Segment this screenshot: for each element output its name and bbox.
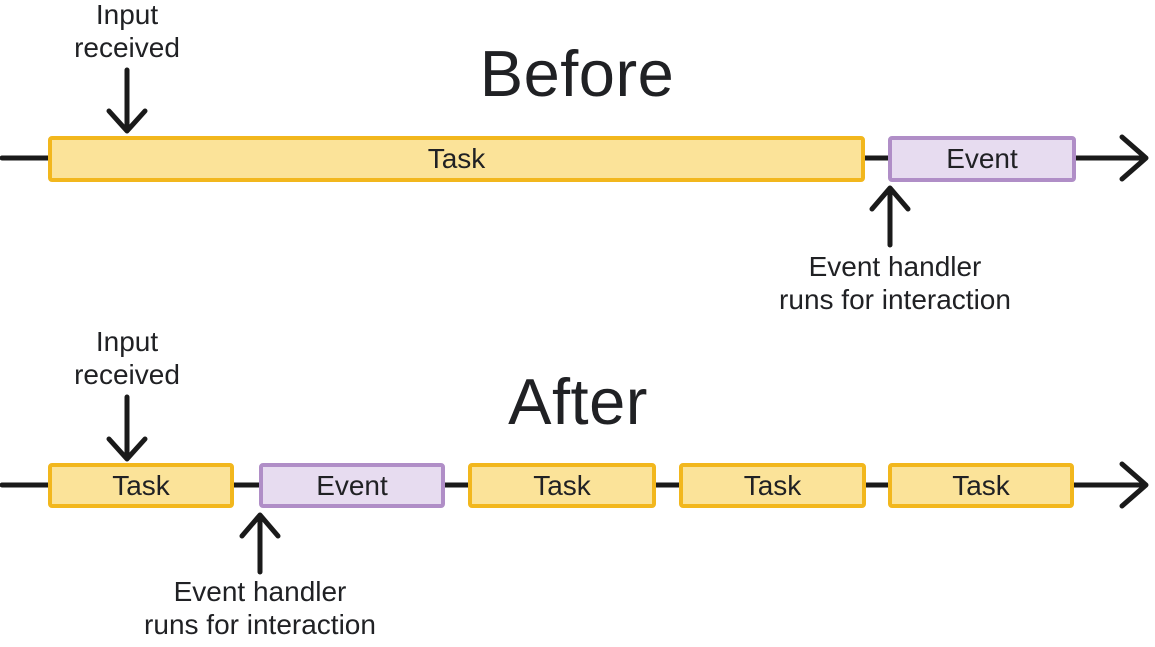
before-task-bar-label: Task xyxy=(427,143,486,174)
after-task-bar-4-label: Task xyxy=(952,469,1010,501)
after-title: After xyxy=(508,365,648,438)
after-task-bar-3: Task xyxy=(679,463,866,508)
after-event-handler-label-line1: Event handler xyxy=(173,576,347,607)
after-input-label-line1: Input xyxy=(95,326,159,357)
after-event-bar: Event xyxy=(259,463,445,508)
before-input-arrow xyxy=(106,67,148,134)
before-input-received-label: Input received xyxy=(27,0,227,64)
after-event-handler-arrow xyxy=(239,512,281,575)
before-title: Before xyxy=(479,37,675,110)
after-task-bar-1-label: Task xyxy=(112,469,170,501)
before-event-handler-label: Event handler runs for interaction xyxy=(760,250,1030,316)
before-event-bar-label: Event xyxy=(946,143,1018,174)
after-event-handler-label-line2: runs for interaction xyxy=(144,609,376,640)
after-timeline-arrow xyxy=(0,461,1149,509)
after-input-received-label: Input received xyxy=(27,325,227,391)
after-event-handler-label: Event handler runs for interaction xyxy=(125,575,395,641)
after-task-bar-4: Task xyxy=(888,463,1074,508)
before-event-handler-arrow xyxy=(869,185,911,248)
before-input-label-line2: received xyxy=(74,32,180,63)
after-input-label-line2: received xyxy=(74,359,180,390)
before-event-handler-label-line2: runs for interaction xyxy=(779,284,1011,315)
before-event-bar: Event xyxy=(888,136,1076,182)
before-event-handler-label-line1: Event handler xyxy=(808,251,982,282)
after-task-bar-3-label: Task xyxy=(743,469,802,501)
before-task-bar: Task xyxy=(48,136,865,182)
after-task-bar-1: Task xyxy=(48,463,234,508)
before-timeline-arrow xyxy=(0,134,1149,182)
after-task-bar-2-label: Task xyxy=(533,469,591,501)
before-input-label-line1: Input xyxy=(95,0,159,30)
after-task-bar-2: Task xyxy=(468,463,656,508)
after-event-bar-label: Event xyxy=(316,469,388,501)
after-input-arrow xyxy=(106,394,148,462)
